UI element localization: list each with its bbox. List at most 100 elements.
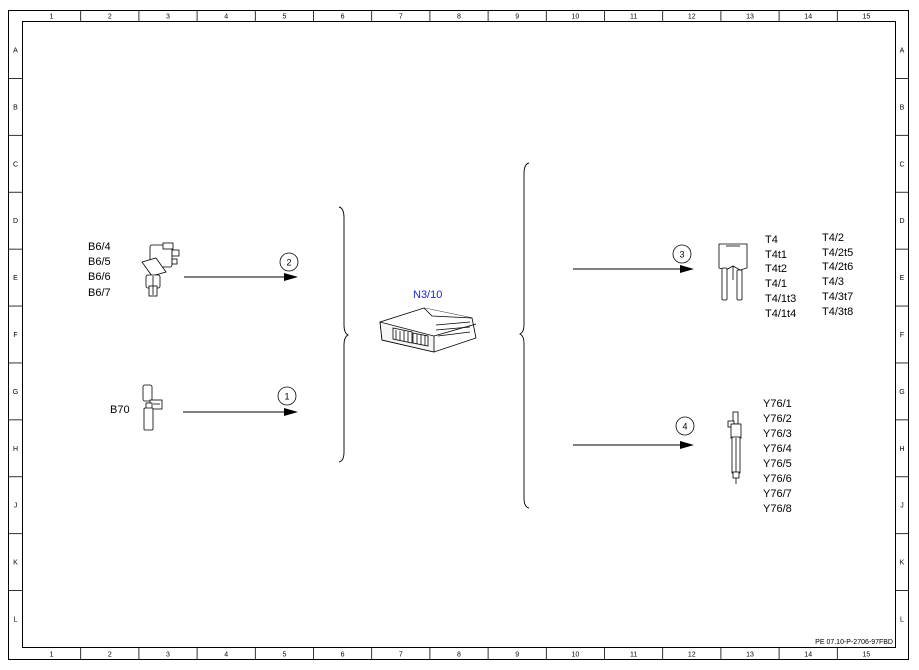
glow-plug-group: 3 T4 T4t1 T4t2 T4/1 T4/1t3 T4/1t4 T4/2 T… [573,232,853,320]
component-label: Y76/1 [763,398,792,410]
grid-column-label: 4 [224,14,228,21]
inner-frame [22,21,896,648]
grid-column-label: 12 [688,652,696,659]
crankshaft-sensor-icon [142,384,163,431]
grid-column-label: 13 [746,652,754,659]
grid-column-label: 5 [282,652,286,659]
component-label: T4/1t3 [765,293,796,305]
grid-column-label: 15 [863,652,871,659]
document-reference: PE 07.10-P-2706-97FBD [815,639,893,646]
component-label: Y76/6 [763,473,792,485]
reference-circle [277,386,297,406]
grid-row-label: G [13,389,18,396]
grid-row-label: B [13,104,18,111]
ecu-group: N3/10 [379,289,477,353]
component-label: T4 [765,234,778,246]
reference-circle-number: 2 [286,258,291,268]
grid-column-label: 6 [341,14,345,21]
reference-circle [675,416,695,436]
component-label: T4/2t5 [822,247,853,259]
grid-row-label: H [13,446,18,453]
grid-column-label: 2 [108,652,112,659]
left-brace [338,206,350,463]
grid-row-label: C [13,161,18,168]
grid-column-label: 14 [804,14,812,21]
grid-row-label: E [13,275,18,282]
component-label: B70 [110,404,130,416]
grid-column-label: 1 [50,652,54,659]
grid-column-label: 10 [572,14,580,21]
component-label: T4t2 [765,263,787,275]
grid-row-label: E [900,275,905,282]
crankshaft-sensor-group: B70 1 [110,384,298,431]
component-label: B6/7 [88,287,111,299]
grid-row-label: F [13,332,17,339]
grid-column-label: 8 [457,652,461,659]
grid-column-label: 4 [224,652,228,659]
grid-column-label: 12 [688,14,696,21]
grid-column-label: 11 [630,652,637,659]
grid-column-label: 11 [630,14,637,21]
injector-icon [727,411,742,484]
component-label: T4/2t6 [822,261,853,273]
grid-column-label: 7 [399,652,403,659]
grid-row-label: C [899,161,904,168]
grid-column-label: 3 [166,652,170,659]
reference-circle [672,244,692,264]
grid-column-label: 3 [166,14,170,21]
grid-row-label: H [899,446,904,453]
reference-circle-number: 3 [679,250,684,260]
component-label: Y76/4 [763,443,792,455]
injector-group: 4 Y76/1 Y76/2 Y76/3 Y76/4 Y76/5 Y76/6 Y7… [573,398,792,515]
component-label: T4/3t8 [822,306,853,318]
grid-column-label: 14 [804,652,812,659]
component-label: T4/3t7 [822,291,853,303]
grid-right: A B C D E F G H J K L [895,47,909,624]
component-label: T4/3 [822,276,844,288]
camshaft-sensor-icon [141,242,180,297]
ecu-module-icon [379,307,477,353]
glow-plug-connector-icon [718,243,748,301]
grid-row-label: K [900,560,905,567]
grid-row-label: F [900,332,904,339]
component-label: T4t1 [765,249,787,261]
reference-circle-number: 1 [284,392,289,402]
component-label: Y76/5 [763,458,792,470]
component-label: T4/2 [822,232,844,244]
component-label: Y76/8 [763,503,792,515]
grid-row-label: A [13,47,18,54]
grid-column-label: 13 [746,14,754,21]
outer-frame [8,10,909,660]
component-label: B6/4 [88,241,111,253]
grid-row-label: K [13,560,18,567]
grid-column-label: 10 [572,652,580,659]
grid-row-label: L [14,617,18,624]
component-label: B6/5 [88,256,111,268]
component-label: Y76/3 [763,428,792,440]
component-label: Y76/2 [763,413,792,425]
grid-row-label: D [899,218,904,225]
grid-column-label: 6 [341,652,345,659]
component-label: T4/1 [765,278,787,290]
grid-row-label: B [900,104,905,111]
reference-circle [279,252,299,272]
camshaft-sensor-group: B6/4 B6/5 B6/6 B6/7 2 [88,241,299,299]
grid-row-label: A [900,47,905,54]
grid-column-label: 2 [108,14,112,21]
grid-column-label: 7 [399,14,403,21]
component-label: T4/1t4 [765,308,796,320]
grid-column-label: 9 [515,14,519,21]
grid-column-label: 1 [50,14,54,21]
grid-row-label: J [900,503,904,510]
right-brace [518,162,530,509]
grid-row-label: L [900,617,904,624]
grid-row-label: D [13,218,18,225]
grid-column-label: 15 [863,14,871,21]
grid-row-label: G [899,389,904,396]
component-label: Y76/7 [763,488,792,500]
grid-column-label: 8 [457,14,461,21]
